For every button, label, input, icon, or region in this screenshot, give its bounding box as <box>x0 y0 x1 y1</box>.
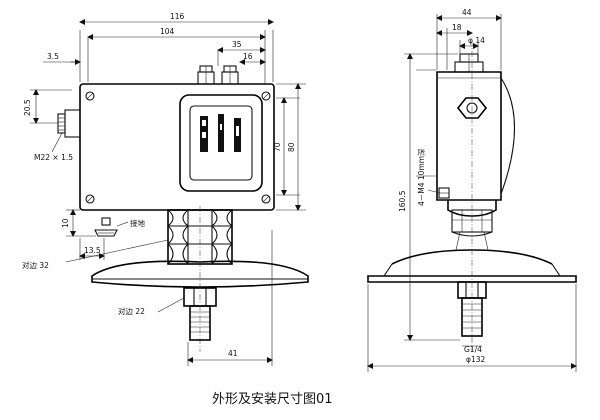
drawing-caption: 外形及安装尺寸图01 <box>212 392 333 407</box>
thread-connector-front <box>189 305 211 341</box>
dim-10: 10 <box>61 218 70 228</box>
scale-indicator <box>200 114 241 152</box>
dim-104: 104 <box>160 27 175 36</box>
dim-70: 70 <box>273 142 282 152</box>
dim-20-5: 20.5 <box>23 99 32 116</box>
dim-3-5: 3.5 <box>47 52 59 61</box>
side-screws <box>438 187 450 199</box>
dim-35: 35 <box>232 40 242 49</box>
dim-16: 16 <box>243 52 253 61</box>
dim-18: 18 <box>452 23 462 32</box>
dia-132: φ132 <box>466 355 485 364</box>
cable-gland <box>57 109 81 138</box>
dim-41: 41 <box>228 349 238 358</box>
window-glass <box>189 105 253 181</box>
side-view: 44 18 φ 14 160.5 4－M4 10mm深 G1/4 φ132 <box>367 8 577 372</box>
dim-116: 116 <box>170 12 185 21</box>
corner-screws <box>85 91 271 204</box>
housing-side <box>436 71 502 201</box>
screw-holes-label: 4－M4 10mm深 <box>417 148 426 206</box>
dim-44: 44 <box>462 8 472 17</box>
top-cap <box>454 53 484 73</box>
dim-160-5: 160.5 <box>398 190 407 212</box>
ground-label: 接地 <box>130 218 145 228</box>
across-flats-22: 对边 22 <box>118 306 145 316</box>
across-flats-32: 对边 32 <box>22 260 49 270</box>
window-frame <box>179 94 263 192</box>
ground-terminal <box>94 217 118 237</box>
thread-g14-label: G1/4 <box>464 345 482 354</box>
dia-14: φ 14 <box>468 36 485 45</box>
dim-80: 80 <box>287 142 296 152</box>
front-view: 116 104 35 16 3.5 20.5 M22 × 1.5 70 80 <box>22 12 309 366</box>
thread-m22-label: M22 × 1.5 <box>34 153 73 162</box>
dim-13-5: 13.5 <box>84 246 101 255</box>
adjust-screws <box>197 65 239 85</box>
